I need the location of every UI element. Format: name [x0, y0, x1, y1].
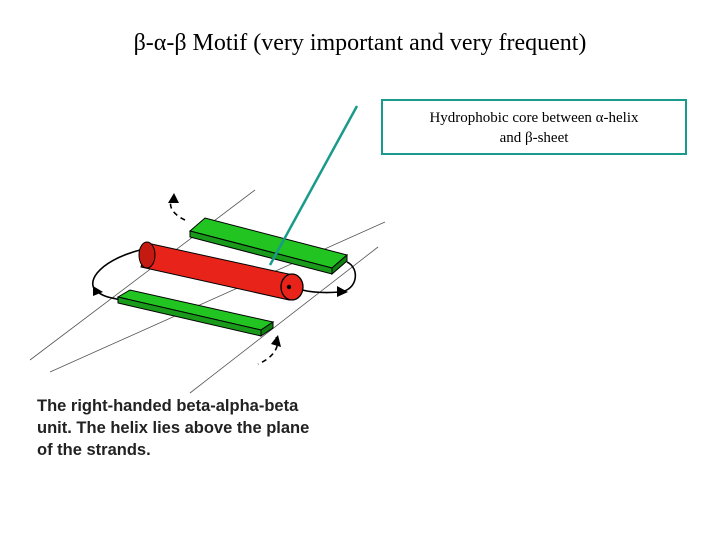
alpha-helix — [138, 241, 304, 301]
dashed-arrowhead-top — [168, 193, 179, 203]
slide-title: β-α-β Motif (very important and very fre… — [133, 30, 587, 56]
plane-line-2 — [49, 221, 386, 373]
callout-line-1: Hydrophobic core between α-helix — [429, 110, 639, 126]
loop-arc-front — [301, 289, 341, 294]
plane-line-3 — [189, 246, 379, 394]
figure-caption: The right-handed beta-alpha-beta unit. T… — [37, 395, 397, 461]
figure-caption-line-2: unit. The helix lies above the plane — [37, 419, 310, 437]
sheet-plane-lines — [29, 189, 386, 394]
loop-arc-left — [92, 249, 141, 293]
loop-arrowhead-left — [93, 286, 103, 296]
callout-line-2: and β-sheet — [499, 130, 569, 146]
loop-arrowhead-right — [337, 286, 348, 297]
figure-caption-line-1: The right-handed beta-alpha-beta — [37, 397, 299, 415]
figure-caption-line-3: of the strands. — [37, 441, 151, 459]
loop-arc-back — [339, 261, 357, 293]
callout-box: Hydrophobic core between α-helix and β-s… — [381, 99, 687, 155]
loop-arc-left-lower — [97, 291, 121, 301]
beta-strand-bottom — [116, 289, 275, 337]
beta-strand-top — [188, 217, 349, 276]
callout-pointer-line — [268, 105, 359, 266]
dashed-arrow-top — [169, 199, 186, 221]
plane-line-1 — [29, 189, 256, 361]
dashed-arrowhead-bottom — [271, 335, 281, 347]
